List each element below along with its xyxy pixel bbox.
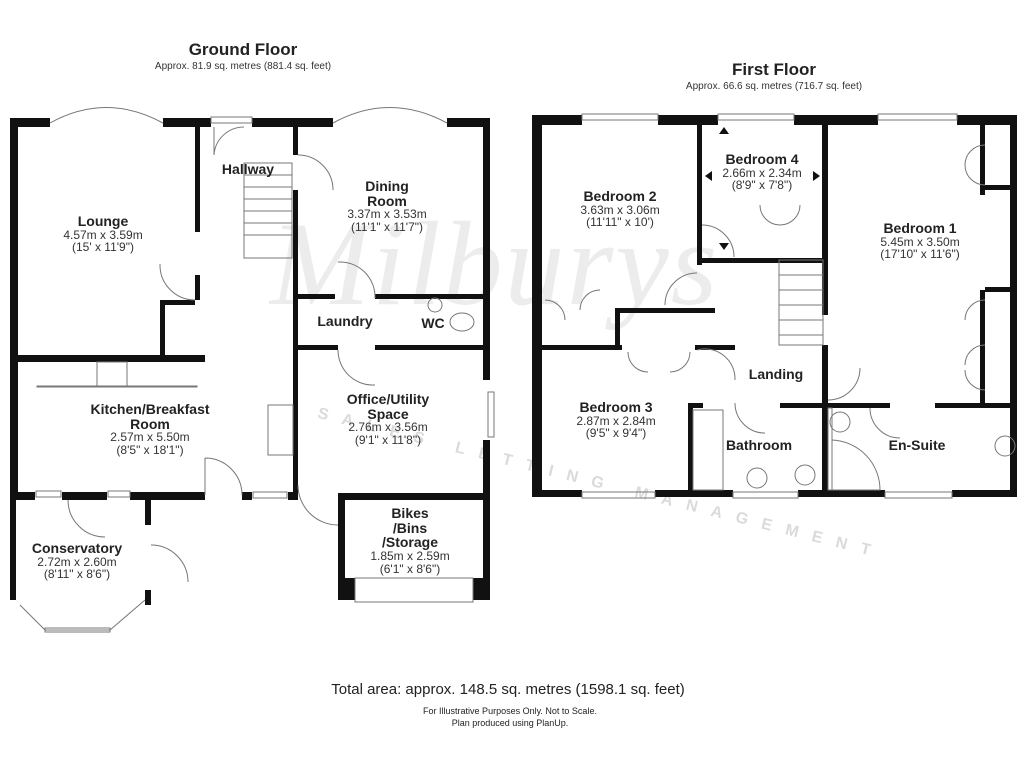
room-dining: Dining Room 3.37m x 3.53m (11'1" x 11'7"… (347, 179, 426, 234)
room-imperial: (11'1" x 11'7") (350, 219, 424, 234)
disclaimer: For Illustrative Purposes Only. Not to S… (423, 706, 597, 716)
room-imperial: (15' x 11'9") (72, 240, 134, 255)
first-floor-walls (532, 115, 1017, 497)
room-bedroom1: Bedroom 1 5.45m x 3.50m (17'10" x 11'6") (880, 221, 960, 261)
room-imperial: (6'1" x 8'6") (379, 561, 441, 576)
room-metric: 5.45m x 3.50m (880, 234, 960, 249)
room-name: Bedroom 4 (725, 151, 799, 167)
room-laundry: Laundry (317, 313, 373, 329)
room-name: Lounge (77, 213, 129, 229)
room-ensuite: En-Suite (888, 437, 946, 453)
bedroom4-arrows (705, 127, 820, 250)
room-metric: 3.63m x 3.06m (580, 202, 660, 217)
room-metric: 4.57m x 3.59m (63, 227, 143, 242)
room-metric: 2.66m x 2.34m (722, 165, 802, 180)
room-metric: 2.72m x 2.60m (37, 554, 117, 569)
room-wc: WC (421, 315, 445, 331)
ground-floor-title: Ground Floor (188, 40, 298, 59)
room-bedroom4: Bedroom 4 2.66m x 2.34m (8'9" x 7'8") (722, 152, 801, 192)
room-metric: 2.76m x 3.56m (348, 420, 428, 435)
room-name: Office/Utility (346, 391, 430, 407)
room-name: Bedroom 2 (583, 188, 657, 204)
total-area: Total area: approx. 148.5 sq. metres (15… (331, 681, 685, 698)
room-name: /Bins (392, 519, 428, 536)
room-name: Bedroom 3 (579, 399, 653, 415)
first-floor-fixtures (544, 113, 1016, 499)
room-name: Conservatory (31, 540, 123, 556)
watermark-logo: Milburys (270, 197, 720, 330)
room-name: Bikes (391, 505, 429, 521)
room-bedroom3: Bedroom 3 2.87m x 2.84m (9'5" x 9'4") (576, 400, 655, 440)
room-metric: 3.37m x 3.53m (347, 207, 427, 222)
first-floor-title: First Floor (731, 60, 817, 79)
room-bedroom2: Bedroom 2 3.63m x 3.06m (11'11" x 10') (580, 189, 659, 229)
room-bathroom: Bathroom (725, 437, 793, 453)
room-imperial: (8'11" x 8'6") (43, 567, 111, 582)
room-landing: Landing (748, 366, 804, 382)
room-metric: 1.85m x 2.59m (370, 549, 450, 564)
room-name: Dining (365, 178, 409, 194)
room-name: Room (367, 192, 407, 209)
plan-credit: Plan produced using PlanUp. (451, 718, 569, 728)
room-lounge: Lounge 4.57m x 3.59m (15' x 11'9") (63, 214, 142, 254)
room-conservatory: Conservatory 2.72m x 2.60m (8'11" x 8'6"… (32, 541, 122, 581)
room-storage: Bikes /Bins /Storage 1.85m x 2.59m (6'1"… (370, 506, 449, 575)
room-imperial: (9'1" x 11'8") (354, 432, 422, 447)
room-imperial: (17'10" x 11'6") (880, 247, 960, 262)
room-metric: 2.57m x 5.50m (110, 430, 190, 445)
room-imperial: (11'11" x 10') (586, 215, 654, 230)
room-office: Office/Utility Space 2.76m x 3.56m (9'1"… (347, 392, 429, 447)
ground-floor-area: Approx. 81.9 sq. metres (881.4 sq. feet) (154, 61, 332, 72)
room-kitchen: Kitchen/Breakfast Room 2.57m x 5.50m (8'… (90, 402, 209, 457)
room-name: Room (130, 415, 170, 432)
room-imperial: (9'5" x 9'4") (585, 426, 647, 441)
room-metric: 2.87m x 2.84m (576, 413, 656, 428)
first-floor-area: Approx. 66.6 sq. metres (716.7 sq. feet) (685, 81, 863, 92)
room-hallway: Hallway (221, 161, 275, 177)
room-name: Space (367, 405, 409, 422)
room-imperial: (8'9" x 7'8") (731, 178, 793, 193)
room-name: Kitchen/Breakfast (90, 401, 210, 417)
ground-floor-fixtures (19, 107, 495, 633)
room-name: /Storage (381, 534, 438, 551)
room-name: Bedroom 1 (883, 220, 957, 236)
ground-floor-walls (10, 118, 490, 605)
room-imperial: (8'5" x 18'1") (116, 442, 184, 457)
